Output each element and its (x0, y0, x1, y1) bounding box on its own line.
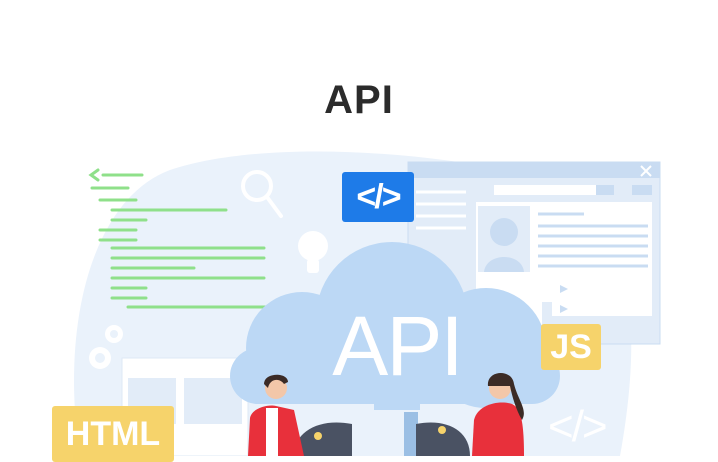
api-cloud (230, 242, 560, 408)
person-right (472, 372, 524, 456)
user-avatar-icon (490, 218, 518, 246)
code-badge: </> (342, 172, 414, 222)
close-icon (640, 165, 652, 177)
js-badge: JS (541, 324, 601, 370)
person-left (248, 374, 304, 456)
plug-icon (292, 400, 470, 456)
page-title: API (324, 78, 394, 122)
ghost-code-symbol: </> (548, 402, 608, 451)
cloud-label: API (332, 299, 463, 393)
gear-icon (89, 325, 123, 369)
search-icon (241, 170, 283, 218)
code-lines (88, 168, 289, 314)
html-badge: HTML (52, 406, 174, 462)
lightbulb-icon (298, 231, 328, 273)
code-arrow-left-icon (88, 168, 100, 182)
